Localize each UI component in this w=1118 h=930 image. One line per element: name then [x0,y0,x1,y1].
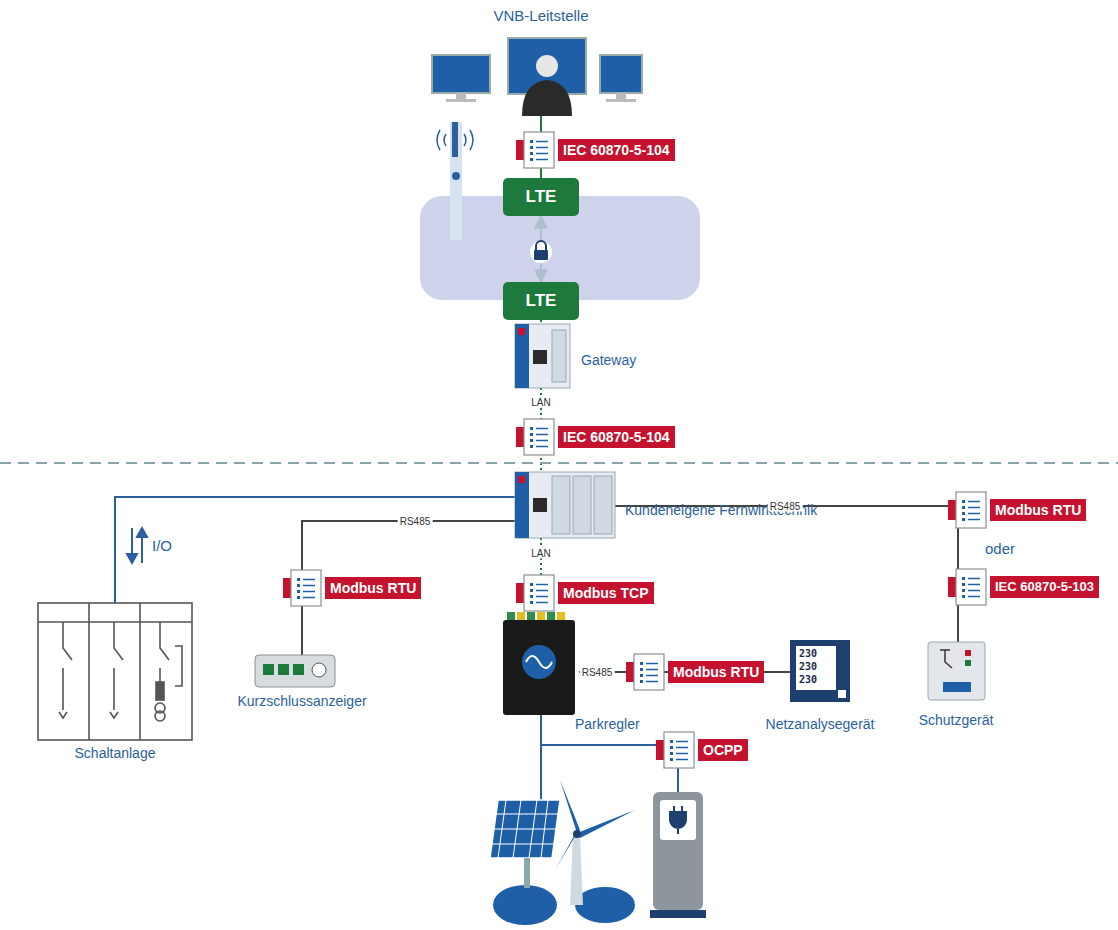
bus-label: RS485 [768,501,803,512]
device-node: VNB-Leitstelle [506,38,576,116]
device-node: Kundeneigene Fernwirktechnik [515,472,615,538]
connector [615,506,958,642]
document-icon [948,492,986,528]
display-value: 230 [799,662,817,672]
bus-label: RS485 [580,667,615,678]
document-icon [948,569,986,605]
device-label: Netzanalysegerät [766,716,875,732]
lock-icon [530,241,552,263]
display-value: 230 [799,649,817,659]
signal-label: I/O [152,537,172,554]
protocol-tag: Modbus RTU [990,499,1086,521]
feeder-lines [541,715,678,800]
device-node: Schaltanlage [38,603,192,740]
switchgear-icon [38,603,192,740]
bus-label: RS485 [398,516,433,527]
display-value: 230 [799,675,817,685]
document-icon [516,132,554,168]
protocol-tag: IEC 60870-5-104 [558,139,675,161]
protocol-tag: Modbus RTU [668,661,764,683]
document-icon [516,575,554,611]
protocol-tag: OCPP [698,739,748,761]
device-label: Parkregler [575,716,640,732]
device-label: Schutzgerät [919,712,994,728]
bus-label: LAN [529,548,552,559]
network-label: LTE [526,293,557,309]
analyser-icon [790,640,850,702]
network-box: LTE [503,178,579,216]
device-label: Schaltanlage [75,745,156,761]
antenna-icon [437,122,473,240]
control-room-icon [432,38,642,116]
note-label: oder [985,540,1015,557]
charging-station-icon [650,792,706,918]
document-icon [516,419,554,455]
document-icon [626,654,664,690]
connector [302,521,515,655]
device-label: Gateway [581,352,636,368]
device-node: Gateway [515,324,567,388]
protocol-tag: IEC 60870-5-103 [990,576,1099,598]
park-controller-icon [503,612,575,715]
connector [540,320,542,324]
network-label: LTE [526,189,557,205]
protocol-tag: IEC 60870-5-104 [558,426,675,448]
device-node: Parkregler [503,615,579,715]
device-node: Kurzschlussanzeiger [255,655,335,687]
document-icon [656,732,694,768]
protocol-tag: Modbus TCP [558,582,654,604]
device-node: Schutzgerät [928,642,985,700]
boundary-line [0,462,1118,464]
document-icon [283,570,321,606]
rtu-device [515,472,615,538]
device-label: Kurzschlussanzeiger [237,693,366,709]
device-label: VNB-Leitstelle [493,8,588,24]
protection-device-icon [928,642,985,700]
io-arrows [127,528,147,563]
network-box: LTE [503,282,579,320]
bus-label: LAN [529,397,552,408]
gateway-device [515,324,570,388]
protocol-tag: Modbus RTU [325,577,421,599]
indicator-icon [255,655,335,687]
generation-icon [490,780,635,925]
